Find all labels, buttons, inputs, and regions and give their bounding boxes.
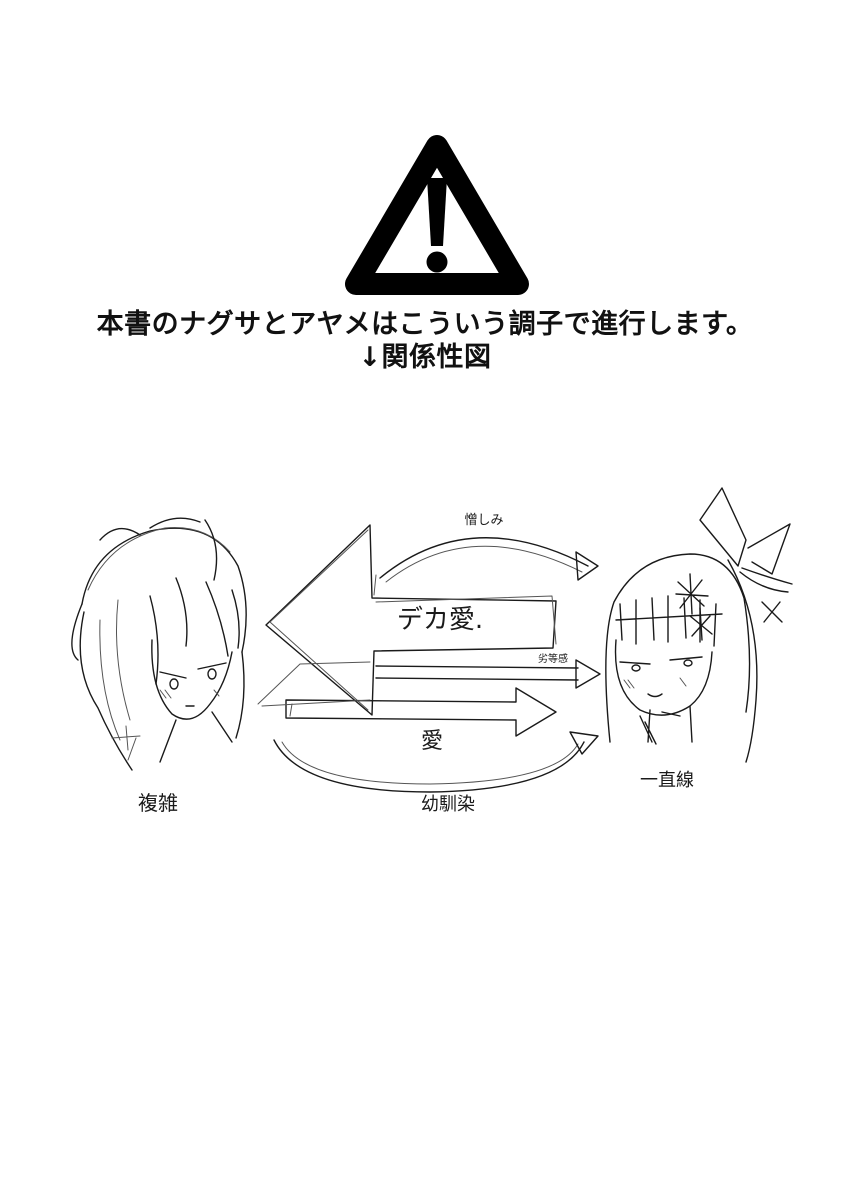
- right-character-sketch: [605, 487, 793, 763]
- left-hair-side: [71, 603, 133, 771]
- bottom-curve-line: [273, 739, 585, 793]
- right-hair-outline: [605, 553, 751, 743]
- middle-arrowhead: [575, 659, 601, 689]
- relationship-chart-heading: ↓関係性図: [358, 342, 492, 373]
- left-eyes: [159, 662, 227, 679]
- big-left-arrow-sketch: [269, 529, 557, 711]
- left-hair-clip: [111, 725, 141, 751]
- right-character-label: 一直線: [640, 770, 694, 791]
- top-curve-line-inner: [385, 545, 583, 583]
- right-neck-collar: [639, 705, 693, 745]
- right-mouth: [647, 693, 663, 698]
- warning-triangle-outline: [345, 135, 529, 295]
- left-character-label: 複雑: [138, 791, 178, 815]
- right-eye-pupil: [631, 664, 641, 672]
- middle-right-arrow: 劣等感: [375, 652, 601, 689]
- bottom-arrow-label: 幼馴染: [421, 794, 475, 815]
- bottom-curve-line-inner: [281, 741, 579, 785]
- star-hair-clip-icon: [675, 573, 709, 615]
- middle-arrow-shaft: [375, 665, 579, 681]
- lower-arrow-label: 愛: [421, 729, 443, 754]
- top-curved-arrow: 憎しみ: [379, 512, 599, 583]
- left-eye-pupil: [169, 678, 179, 690]
- bottom-curve-arrowhead: [569, 731, 599, 755]
- left-neck: [159, 651, 245, 763]
- star-hair-clip-icon: [689, 607, 713, 641]
- top-curve-arrowhead: [575, 551, 599, 581]
- lower-arrow-outline: [285, 687, 557, 737]
- warning-exclamation-dot: [426, 251, 448, 273]
- left-blush: [159, 689, 220, 699]
- warning-exclamation-bar: [427, 178, 447, 246]
- left-hair-outline: [81, 527, 247, 653]
- lower-arrow-sketch: [257, 661, 371, 717]
- notice-text: 本書のナグサとアヤメはこういう調子で進行します。: [96, 309, 754, 340]
- left-hair-outline-sketch: [87, 527, 231, 591]
- right-ponytail: [727, 559, 758, 763]
- lower-right-arrow: 愛: [257, 661, 557, 754]
- right-bangs: [615, 595, 723, 647]
- left-hair-strands: [99, 599, 137, 761]
- right-blush: [623, 677, 687, 689]
- top-arrow-label: 憎しみ: [464, 512, 503, 528]
- right-eye-pupil: [683, 659, 693, 667]
- left-character-sketch: [71, 517, 247, 771]
- warning-triangle-icon: [345, 135, 529, 295]
- left-bangs: [149, 577, 240, 685]
- star-hair-clip-icon: [761, 601, 783, 623]
- left-hair-ahoge: [99, 517, 218, 581]
- big-left-arrow: デカ愛.: [265, 524, 557, 716]
- left-face-outline: [151, 639, 233, 720]
- bottom-curved-arrow: 幼馴染: [273, 731, 599, 815]
- middle-arrow-label: 劣等感: [538, 652, 568, 665]
- left-eye-pupil: [207, 668, 217, 680]
- relationship-diagram: デカ愛. 憎しみ 劣等感 愛 幼馴染 複雑 一直線: [71, 487, 793, 815]
- ribbon-icon: [699, 487, 793, 593]
- right-face-outline: [614, 639, 713, 716]
- right-eyes: [619, 656, 703, 665]
- center-label: デカ愛.: [397, 605, 483, 635]
- top-curve-line: [379, 537, 589, 579]
- big-left-arrow-outline: [265, 524, 557, 716]
